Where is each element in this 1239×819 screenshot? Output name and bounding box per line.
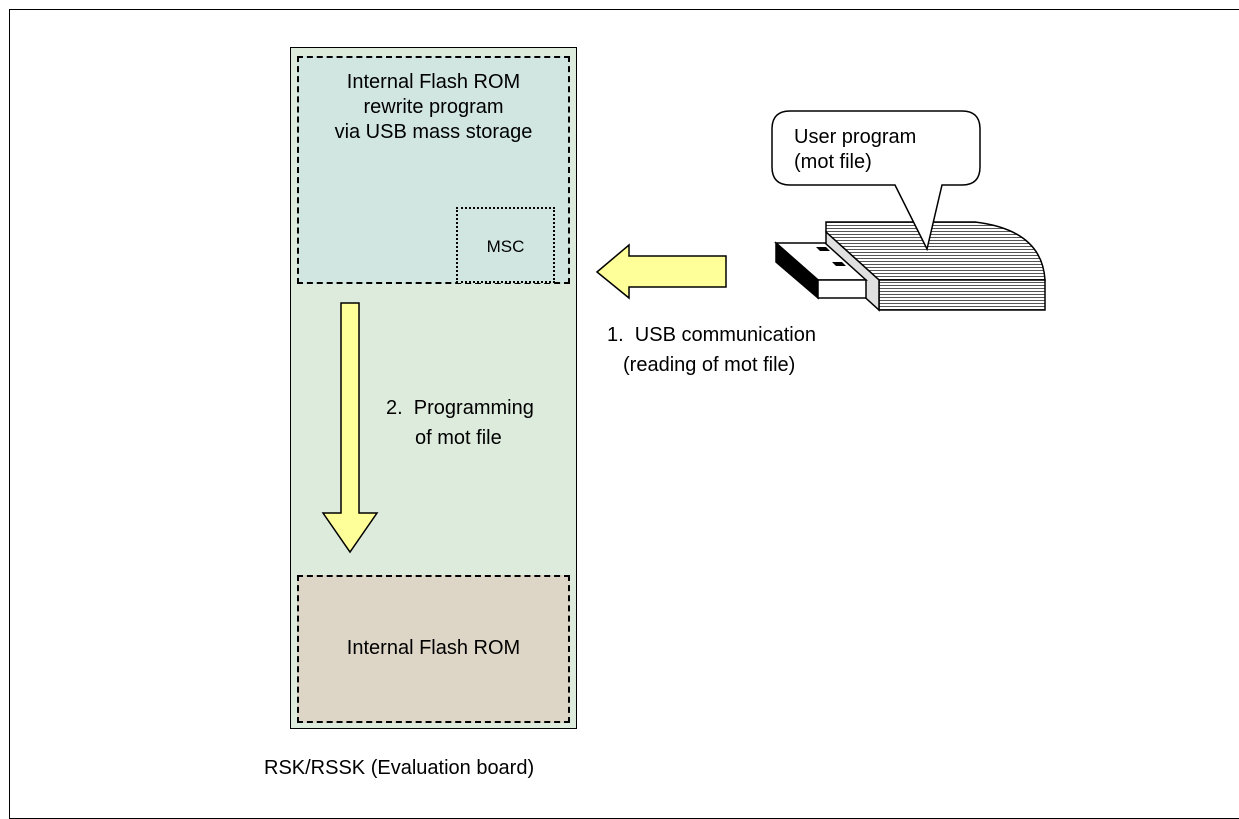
msc-module [456,207,555,283]
board-caption: RSK/RSSK (Evaluation board) [264,757,535,779]
rewrite-program-label: Internal Flash ROM rewrite program via U… [297,70,570,145]
step-1-line-2: (reading of mot file) [623,354,796,376]
speech-bubble-icon [771,110,981,252]
internal-flash-rom-area [297,575,570,723]
diagram-graphics [321,110,1046,554]
step-2-line-1: 2. Programming [386,397,534,419]
rewrite-program-line-2: rewrite program [363,96,504,118]
rewrite-program-line-1: Internal Flash ROM [346,71,521,93]
rewrite-program-line-3: via USB mass storage [334,121,533,143]
internal-flash-rom-label: Internal Flash ROM [346,637,521,659]
arrow-down-icon [321,302,379,554]
msc-label: MSC [486,237,525,256]
step-2-line-2: of mot file [415,427,502,449]
callout-line-2: (mot file) [794,151,872,173]
user-program-callout: User program (mot file) [794,125,916,175]
callout-line-1: User program [794,126,917,148]
usb-flash-drive-icon [774,221,1046,312]
step-2-label: 2. Programming of mot file [386,393,534,453]
step-1-line-1: 1. USB communication [607,324,816,346]
step-1-label: 1. USB communication (reading of mot fil… [607,320,816,380]
arrow-left-icon [595,243,727,300]
